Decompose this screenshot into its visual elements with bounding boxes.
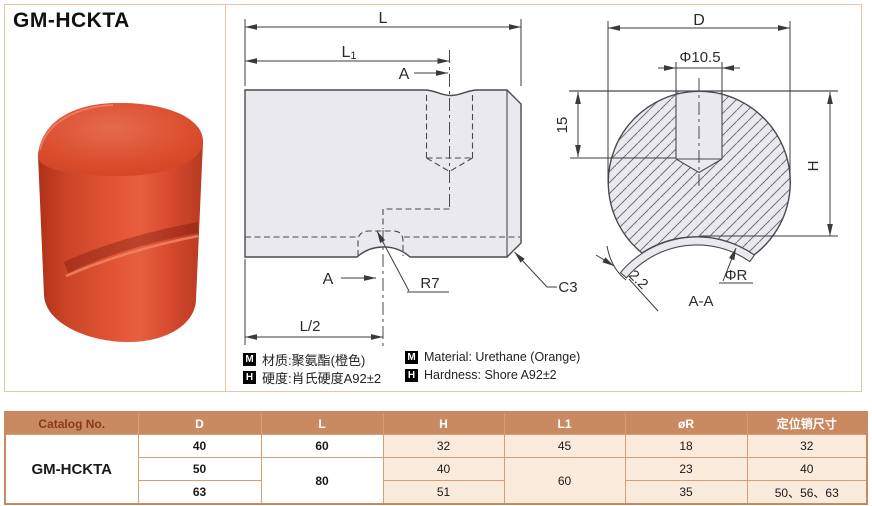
cell-or-0: 18 xyxy=(624,434,748,458)
dim-depth-label: 15 xyxy=(554,117,571,134)
table-row: GM-HCKTA 40 60 32 45 18 32 xyxy=(4,434,868,505)
hardness-icon: H xyxy=(243,371,256,384)
cell-d-0: 40 xyxy=(137,434,262,458)
cell-d-2: 63 xyxy=(137,480,262,505)
dim-D-label: D xyxy=(693,12,705,29)
technical-drawing: L L1 A A R7 L/2 C3 xyxy=(244,10,838,348)
cell-l-1: 80 xyxy=(260,457,384,505)
section-arrow-a-bottom: A xyxy=(323,271,334,288)
header-or: øR xyxy=(624,411,748,435)
dim-hole-label: Φ10.5 xyxy=(679,49,720,66)
cell-d-1: 50 xyxy=(137,457,262,481)
radius-r7-label: R7 xyxy=(420,275,439,292)
section-view: D Φ10.5 15 H 2.2 ΦR A-A xyxy=(554,12,838,312)
chamfer-c3-label: C3 xyxy=(558,279,577,296)
cell-catalog: GM-HCKTA xyxy=(4,434,139,505)
header-h: H xyxy=(382,411,505,435)
header-catalog-no: Catalog No. xyxy=(4,411,139,435)
cell-pin-0: 32 xyxy=(746,434,868,458)
hardness-text-cn: 硬度:肖氏硬度A92±2 xyxy=(262,371,382,386)
cell-or-1: 23 xyxy=(624,457,748,481)
dim-H-label: H xyxy=(805,161,822,172)
section-wall-band xyxy=(619,236,756,279)
cell-pin-1: 40 xyxy=(746,457,868,481)
side-center-lines xyxy=(382,50,450,348)
section-slot xyxy=(675,62,723,174)
side-labels: L L1 A A R7 L/2 C3 xyxy=(300,10,578,335)
page-title: GM-HCKTA xyxy=(13,9,130,32)
panel-divider xyxy=(225,4,226,392)
cell-l1-0: 45 xyxy=(503,434,626,458)
cell-or-2: 35 xyxy=(624,480,748,505)
hardness-icon-en: H xyxy=(405,368,418,382)
cell-h-1: 40 xyxy=(382,457,505,481)
side-hidden-lines xyxy=(245,95,520,256)
section-arrow-a-top: A xyxy=(399,66,410,83)
note-hardness-cn: H 硬度:肖氏硬度A92±2 xyxy=(243,368,381,387)
cell-l-0: 60 xyxy=(260,434,384,458)
header-l: L xyxy=(260,411,384,435)
dim-l2-label: L/2 xyxy=(300,318,321,335)
section-dimensions xyxy=(570,21,838,312)
header-d: D xyxy=(137,411,262,435)
side-part-body xyxy=(244,89,522,258)
hardness-text-en: Hardness: Shore A92±2 xyxy=(424,368,557,382)
section-name-label: A-A xyxy=(688,293,713,310)
dim-L1-label: L1 xyxy=(341,44,356,62)
note-material-en: M Material: Urethane (Orange) xyxy=(405,350,580,364)
cell-h-2: 51 xyxy=(382,480,505,505)
radius-phiR-label: ΦR xyxy=(725,267,748,284)
material-text-cn: 材质:聚氨酯(橙色) xyxy=(262,353,366,368)
cell-l1-1: 60 xyxy=(503,457,626,505)
cell-pin-2: 50、56、63 xyxy=(746,480,868,505)
note-material-cn: M 材质:聚氨酯(橙色) xyxy=(243,350,365,369)
spec-table-header-row: Catalog No. D L H L1 øR 定位销尺寸 xyxy=(4,411,868,435)
section-hatch xyxy=(608,91,791,255)
spec-table: Catalog No. D L H L1 øR 定位销尺寸 GM-HCKTA 4… xyxy=(4,411,868,505)
dim-L-label: L xyxy=(379,10,388,27)
product-photo xyxy=(37,102,203,343)
side-dimensions xyxy=(244,19,557,345)
cell-h-0: 32 xyxy=(382,434,505,458)
header-pin: 定位销尺寸 xyxy=(746,411,868,435)
material-text-en: Material: Urethane (Orange) xyxy=(424,350,581,364)
material-icon: M xyxy=(243,353,256,366)
table-row: 50 80 40 60 23 40 xyxy=(5,457,868,505)
note-hardness-en: H Hardness: Shore A92±2 xyxy=(405,368,557,382)
table-row: 63 51 35 50、56、63 xyxy=(5,480,868,505)
header-l1: L1 xyxy=(503,411,626,435)
side-view: L L1 A A R7 L/2 C3 xyxy=(244,10,578,348)
material-icon-en: M xyxy=(405,350,418,364)
